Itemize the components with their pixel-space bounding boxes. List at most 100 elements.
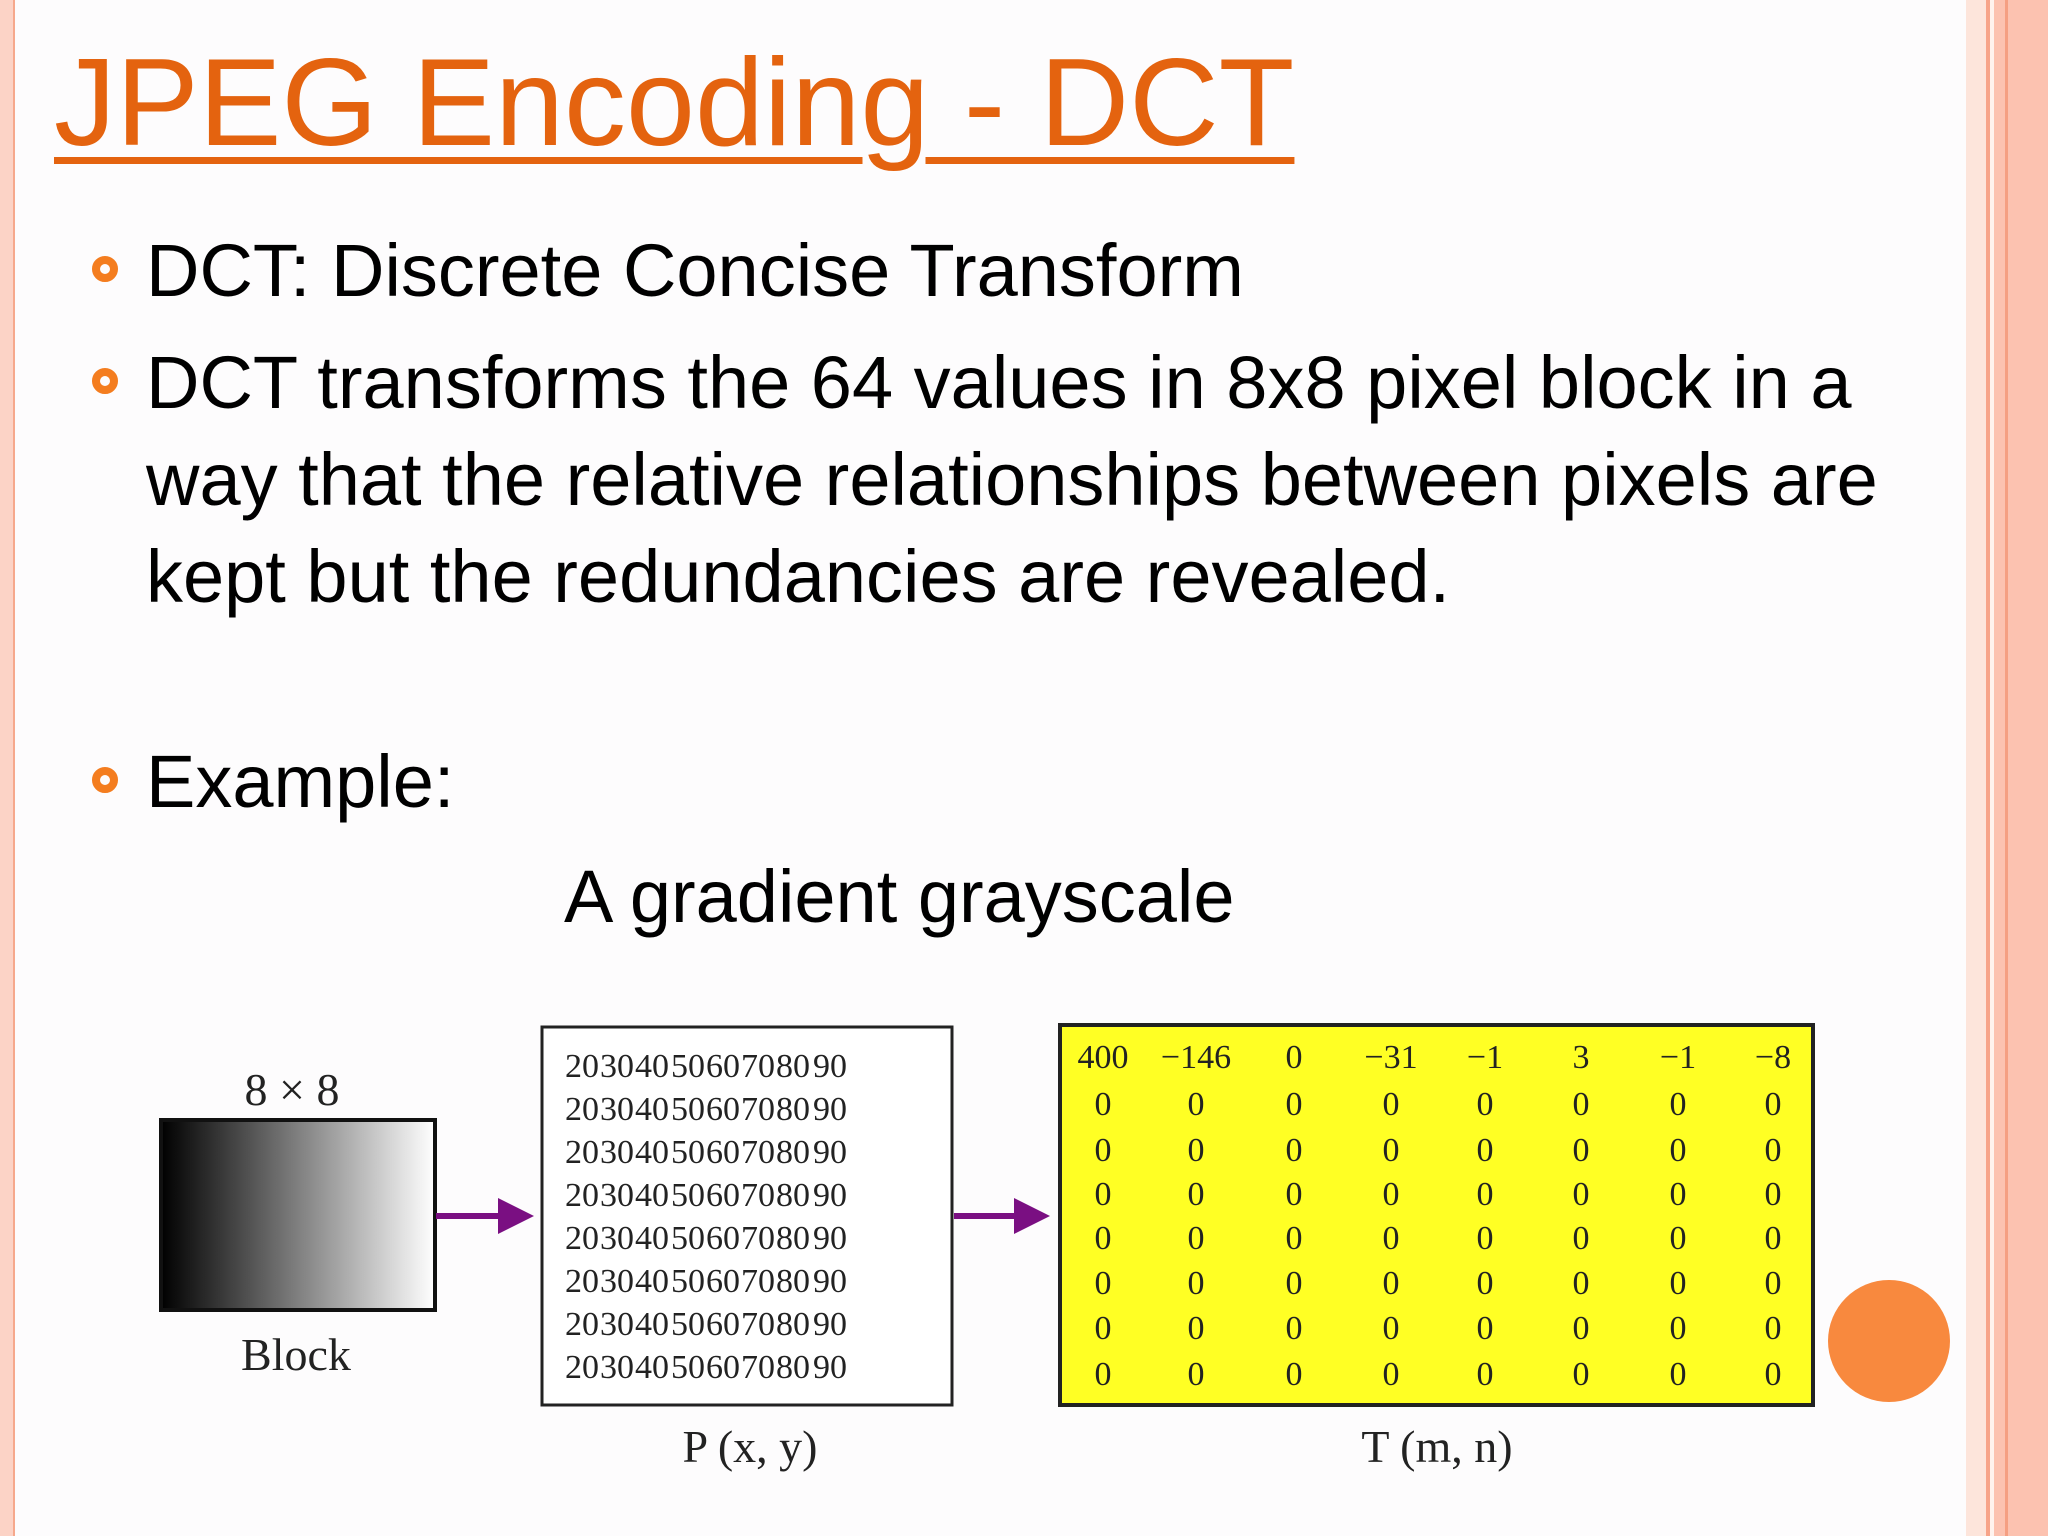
- matrix-cell: 0: [1765, 1220, 1782, 1257]
- matrix-cell: 0: [1670, 1265, 1687, 1302]
- matrix-cell: 30: [600, 1134, 634, 1171]
- matrix-cell: 0: [1573, 1132, 1590, 1169]
- matrix-cell: 30: [600, 1306, 634, 1343]
- matrix-cell: 0: [1573, 1310, 1590, 1347]
- matrix-cell: 70: [741, 1134, 775, 1171]
- t-matrix-label: T (m, n): [1361, 1421, 1512, 1472]
- matrix-cell: 0: [1765, 1310, 1782, 1347]
- matrix-cell: 90: [813, 1306, 847, 1343]
- matrix-cell: 70: [741, 1048, 775, 1085]
- matrix-cell: 0: [1383, 1265, 1400, 1302]
- matrix-cell: 0: [1286, 1176, 1303, 1213]
- matrix-cell: 0: [1670, 1310, 1687, 1347]
- matrix-cell: 70: [741, 1263, 775, 1300]
- matrix-cell: 0: [1286, 1086, 1303, 1123]
- matrix-cell: 70: [741, 1220, 775, 1257]
- matrix-cell: 40: [635, 1177, 669, 1214]
- p-matrix-label: P (x, y): [682, 1421, 817, 1472]
- matrix-cell: 0: [1477, 1132, 1494, 1169]
- matrix-cell: 80: [776, 1177, 810, 1214]
- matrix-cell: 50: [671, 1134, 705, 1171]
- matrix-cell: 0: [1477, 1176, 1494, 1213]
- matrix-cell: 60: [706, 1306, 740, 1343]
- matrix-cell: 50: [671, 1263, 705, 1300]
- bullet-ring-icon: [92, 256, 118, 282]
- matrix-cell: 0: [1383, 1086, 1400, 1123]
- matrix-cell: 0: [1188, 1356, 1205, 1393]
- matrix-cell: 0: [1095, 1310, 1112, 1347]
- matrix-cell: 20: [565, 1220, 599, 1257]
- matrix-cell: 60: [706, 1263, 740, 1300]
- matrix-cell: 20: [565, 1134, 599, 1171]
- matrix-cell: 0: [1188, 1086, 1205, 1123]
- matrix-cell: 50: [671, 1220, 705, 1257]
- matrix-cell: 0: [1765, 1176, 1782, 1213]
- matrix-cell: 60: [706, 1177, 740, 1214]
- matrix-cell: −146: [1161, 1039, 1231, 1076]
- matrix-cell: 70: [741, 1306, 775, 1343]
- matrix-cell: 40: [635, 1048, 669, 1085]
- matrix-cell: 50: [671, 1177, 705, 1214]
- matrix-cell: 30: [600, 1349, 634, 1386]
- right-border-line: [1986, 0, 1990, 1536]
- matrix-cell: 0: [1573, 1220, 1590, 1257]
- matrix-cell: 30: [600, 1048, 634, 1085]
- example-caption: A gradient grayscale: [564, 855, 1235, 938]
- right-border-gap: [1990, 0, 1994, 1536]
- matrix-cell: 80: [776, 1263, 810, 1300]
- matrix-cell: 0: [1286, 1220, 1303, 1257]
- matrix-cell: 0: [1383, 1132, 1400, 1169]
- matrix-cell: 0: [1188, 1265, 1205, 1302]
- matrix-cell: 0: [1573, 1176, 1590, 1213]
- matrix-cell: 0: [1765, 1265, 1782, 1302]
- matrix-cell: 0: [1477, 1220, 1494, 1257]
- bullet-ring-icon: [92, 368, 118, 394]
- matrix-cell: 0: [1383, 1310, 1400, 1347]
- matrix-cell: 90: [813, 1349, 847, 1386]
- left-border-line: [13, 0, 15, 1536]
- matrix-cell: 20: [565, 1048, 599, 1085]
- matrix-cell: 40: [635, 1306, 669, 1343]
- matrix-cell: 80: [776, 1349, 810, 1386]
- matrix-cell: 20: [565, 1349, 599, 1386]
- matrix-cell: −31: [1364, 1039, 1417, 1076]
- matrix-cell: 40: [635, 1263, 669, 1300]
- matrix-cell: 0: [1477, 1265, 1494, 1302]
- matrix-cell: 0: [1765, 1132, 1782, 1169]
- matrix-cell: 70: [741, 1349, 775, 1386]
- matrix-cell: 0: [1095, 1132, 1112, 1169]
- matrix-cell: 90: [813, 1134, 847, 1171]
- matrix-cell: 0: [1286, 1265, 1303, 1302]
- matrix-cell: 40: [635, 1091, 669, 1128]
- matrix-cell: −1: [1467, 1039, 1503, 1076]
- matrix-cell: 50: [671, 1306, 705, 1343]
- matrix-cell: 90: [813, 1263, 847, 1300]
- left-border-stripe: [0, 0, 13, 1536]
- matrix-cell: 400: [1078, 1039, 1129, 1076]
- matrix-cell: 0: [1286, 1132, 1303, 1169]
- matrix-cell: 0: [1188, 1310, 1205, 1347]
- matrix-cell: 30: [600, 1220, 634, 1257]
- matrix-cell: 70: [741, 1091, 775, 1128]
- matrix-cell: 0: [1670, 1356, 1687, 1393]
- matrix-cell: 0: [1286, 1039, 1303, 1076]
- matrix-cell: 30: [600, 1091, 634, 1128]
- matrix-cell: 60: [706, 1220, 740, 1257]
- matrix-cell: 20: [565, 1263, 599, 1300]
- bullet-text: DCT transforms the 64 values in 8x8 pixe…: [146, 341, 1878, 618]
- matrix-cell: 60: [706, 1091, 740, 1128]
- matrix-cell: 0: [1477, 1086, 1494, 1123]
- right-border-pale: [1966, 0, 1986, 1536]
- slide-title: JPEG Encoding - DCT: [54, 34, 1295, 172]
- matrix-cell: 20: [565, 1177, 599, 1214]
- p-matrix-box: [540, 1025, 954, 1407]
- matrix-cell: 90: [813, 1048, 847, 1085]
- matrix-cell: 0: [1573, 1086, 1590, 1123]
- matrix-cell: 80: [776, 1306, 810, 1343]
- matrix-cell: 0: [1477, 1356, 1494, 1393]
- matrix-cell: 60: [706, 1134, 740, 1171]
- matrix-cell: 0: [1670, 1176, 1687, 1213]
- matrix-cell: 0: [1573, 1265, 1590, 1302]
- matrix-cell: 60: [706, 1048, 740, 1085]
